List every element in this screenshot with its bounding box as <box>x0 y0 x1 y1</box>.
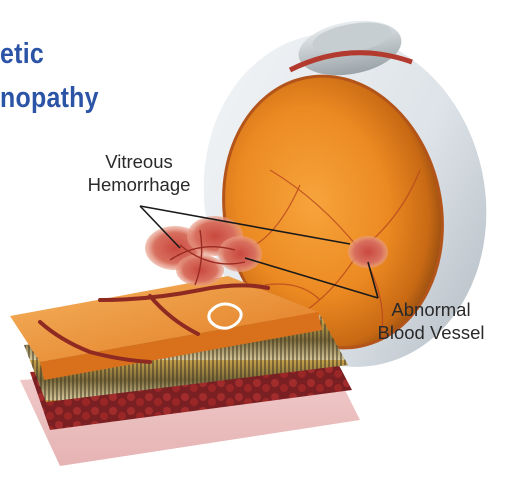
vessel-label-line-2: Blood Vessel <box>356 321 506 344</box>
vessel-label-line-1: Abnormal <box>356 298 506 321</box>
title-line-1: etic <box>0 38 44 70</box>
abnormal-blood-vessel-label: Abnormal Blood Vessel <box>356 298 506 344</box>
vitreous-label-line-2: Hemorrhage <box>64 173 214 196</box>
title-line-2: nopathy <box>0 82 99 114</box>
vitreous-label-line-1: Vitreous <box>64 150 214 173</box>
vitreous-hemorrhage-label: Vitreous Hemorrhage <box>64 150 214 196</box>
